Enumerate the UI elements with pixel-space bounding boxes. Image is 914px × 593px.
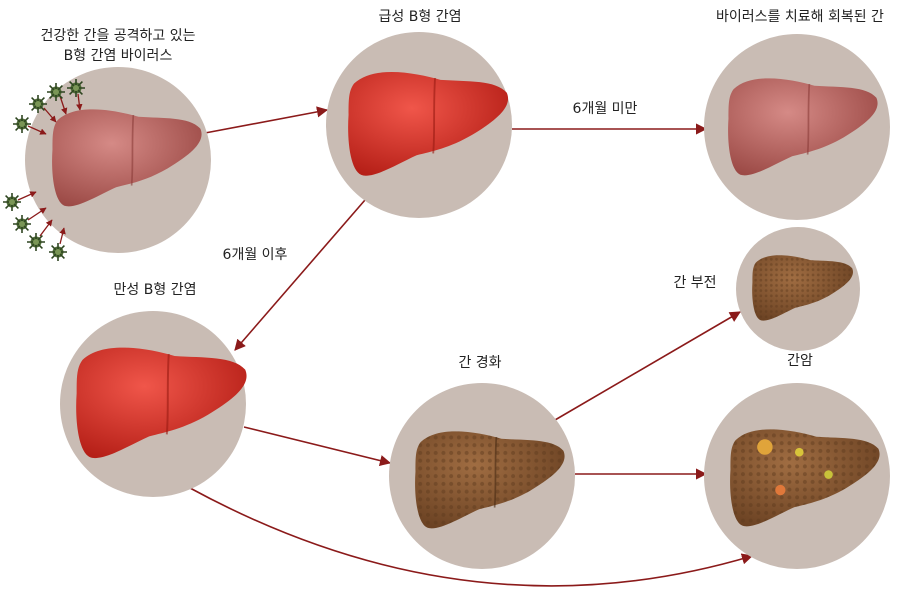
label-liver-failure: 간 부전: [655, 274, 735, 293]
virus-icon: [47, 83, 65, 101]
virus-icon: [49, 243, 67, 261]
arrow-healthy-to-acute: [205, 110, 327, 133]
virus-icon: [13, 215, 31, 233]
arrow-chronic-to-cirrhosis: [244, 427, 390, 463]
label-under-6-months: 6개월 미만: [550, 100, 660, 119]
arrow-acute-to-chronic: [235, 200, 365, 350]
tumor-icon: [824, 470, 833, 479]
virus-icon: [29, 95, 47, 113]
tumor-icon: [775, 485, 785, 495]
arrow-cirrhosis-to-failure: [555, 312, 740, 420]
label-liver-cancer: 간암: [760, 352, 840, 371]
tumor-icon: [757, 439, 772, 454]
label-chronic-hepatitis: 만성 B형 간염: [80, 281, 230, 300]
label-cirrhosis: 간 경화: [430, 354, 530, 373]
virus-icon: [3, 193, 21, 211]
virus-icon: [13, 115, 31, 133]
virus-icon: [67, 79, 85, 97]
tumor-icon: [795, 448, 804, 457]
label-after-6-months: 6개월 이후: [200, 246, 310, 265]
label-healthy-line1: 건강한 간을 공격하고 있는: [18, 27, 218, 46]
label-recovered-liver: 바이러스를 치료해 회복된 간: [700, 8, 900, 27]
label-acute-hepatitis: 급성 B형 간염: [350, 8, 490, 27]
virus-icon: [27, 233, 45, 251]
label-healthy-line2: B형 간염 바이러스: [18, 47, 218, 66]
